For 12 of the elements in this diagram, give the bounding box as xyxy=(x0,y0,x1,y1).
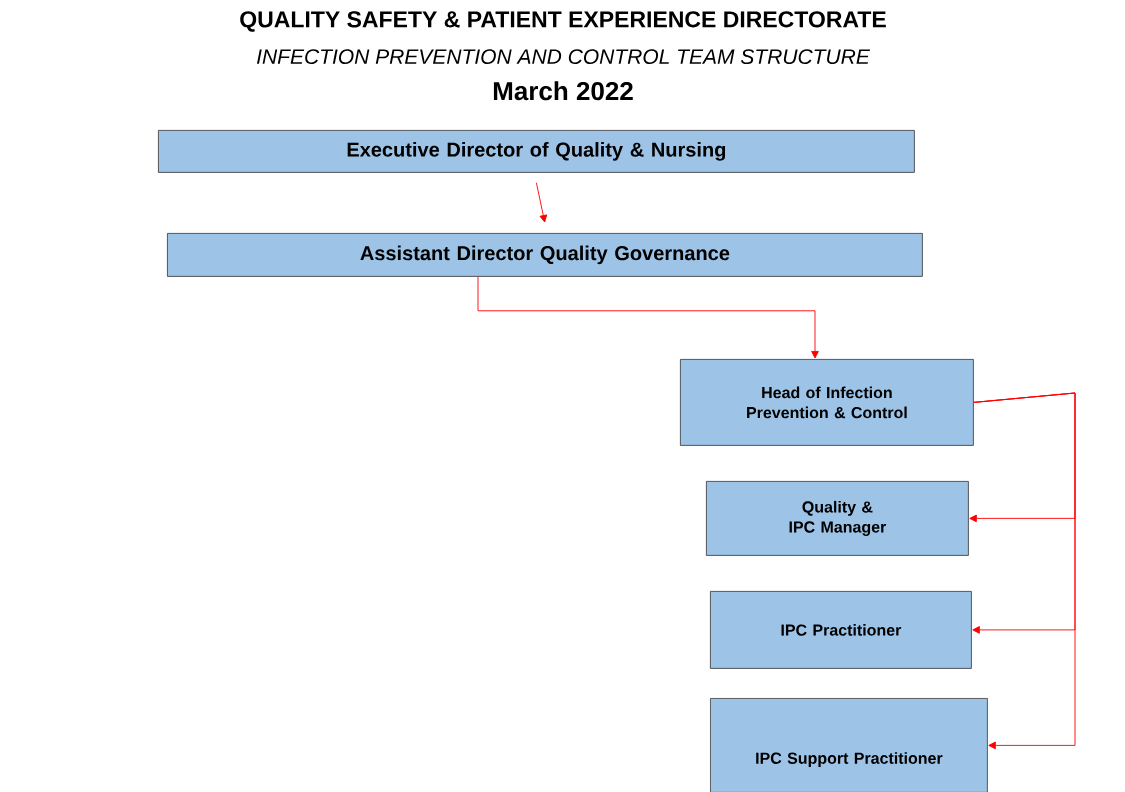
role-box: IPC Support Practitioner xyxy=(710,698,988,792)
date-heading: March 2022 xyxy=(493,81,633,101)
role-box: Executive Director of Quality & Nursing xyxy=(158,130,915,173)
connector-arrow xyxy=(535,182,548,223)
role-box: IPC Practitioner xyxy=(710,591,972,669)
role-box: Head of Infection Prevention & Control xyxy=(680,359,974,446)
connector-arrow xyxy=(973,392,1076,750)
connector-arrow xyxy=(477,276,819,359)
subtitle: INFECTION PREVENTION AND CONTROL TEAM STRUCTURE xyxy=(257,49,871,65)
title: QUALITY SAFETY & PATIENT EXPERIENCE DIRECTORATE xyxy=(240,11,886,32)
role-box: Assistant Director Quality Governance xyxy=(167,233,923,277)
role-box: Quality & IPC Manager xyxy=(706,481,969,556)
